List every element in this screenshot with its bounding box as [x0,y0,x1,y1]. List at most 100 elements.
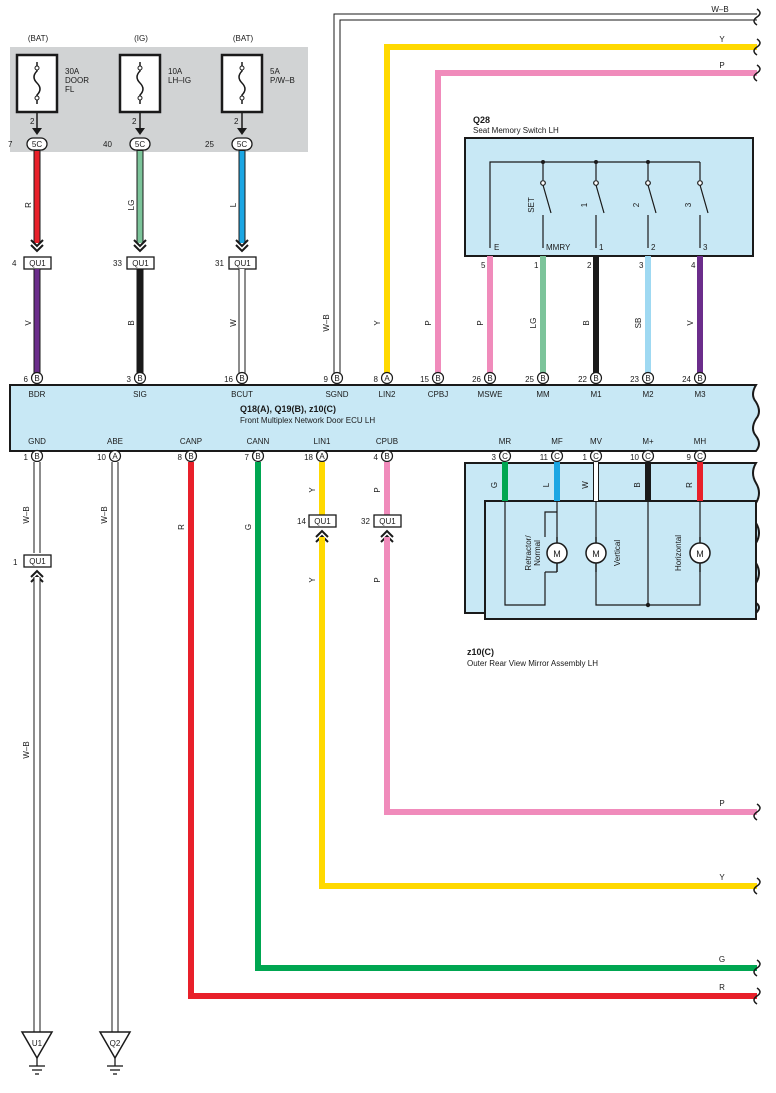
svg-text:8: 8 [374,375,379,384]
svg-text:W: W [229,319,238,327]
svg-text:23: 23 [630,375,639,384]
svg-text:MR: MR [499,437,512,446]
wire-g-cann: G G [244,462,757,971]
wire-lg-sig-upper: LG [127,150,144,243]
svg-text:LIN1: LIN1 [314,437,331,446]
ecu-pin-mv: MV 1 C [583,437,603,463]
wire-y-lin2: Y Y [373,35,757,373]
svg-text:W–B: W–B [322,314,331,331]
ecu-pin-mm: 25 B MM [525,371,550,399]
svg-text:9: 9 [687,453,692,462]
svg-text:LG: LG [127,200,136,211]
svg-text:Y: Y [308,487,317,493]
svg-text:QU1: QU1 [29,259,46,268]
svg-text:B: B [127,320,136,325]
ecu-pin-sgnd: 9 B SGND [324,371,349,399]
wire-r-bdr-upper: R [24,150,41,243]
svg-text:R: R [719,983,725,992]
svg-text:E: E [494,243,499,252]
wire-lg-mm: 1 LG [529,256,546,373]
switch-name: Seat Memory Switch LH [473,126,559,135]
svg-text:1: 1 [534,261,539,270]
ecu-pin-mh: MH 9 C [687,437,706,463]
svg-text:QU1: QU1 [314,517,331,526]
svg-text:CPBJ: CPBJ [428,390,448,399]
mirror-name: Outer Rear View Mirror Assembly LH [467,659,598,668]
fuse-lh-ig: (IG) 10A LH–IG 2 [118,34,191,135]
svg-text:3: 3 [639,261,644,270]
svg-text:B: B [645,374,650,383]
wire-b-mplus: B [633,462,651,501]
fuse-name: LH–IG [168,76,191,85]
svg-text:B: B [487,374,492,383]
svg-text:4: 4 [12,259,17,268]
fuse-symbol [136,62,144,104]
svg-text:W: W [581,481,590,489]
svg-text:B: B [384,452,389,461]
ecu-pin-lin2: 8 A LIN2 [374,371,396,399]
svg-text:7: 7 [245,453,250,462]
svg-text:16: 16 [224,375,233,384]
wire-r-canp: R R [177,462,757,999]
svg-text:SGND: SGND [325,390,348,399]
ecu-pin-m3: 24 B M3 [682,371,706,399]
svg-text:SIG: SIG [133,390,147,399]
svg-text:W–B: W–B [22,506,31,523]
svg-text:2: 2 [587,261,592,270]
ecu-pin-cann: CANN 7 B [245,437,270,463]
svg-text:MF: MF [551,437,563,446]
svg-text:B: B [697,374,702,383]
svg-text:W–B: W–B [100,506,109,523]
svg-text:10: 10 [630,453,639,462]
svg-text:B: B [34,452,39,461]
svg-text:B: B [633,482,642,487]
fuse-pin: 2 [234,117,239,126]
svg-text:Normal: Normal [533,540,542,566]
svg-text:5C: 5C [32,140,42,149]
fuse-symbol [238,62,246,104]
svg-text:7: 7 [8,140,13,149]
wire-l-mf: L [542,462,560,501]
svg-text:B: B [137,374,142,383]
svg-text:MSWE: MSWE [478,390,503,399]
svg-text:CANN: CANN [247,437,270,446]
svg-text:BCUT: BCUT [231,390,253,399]
svg-text:G: G [490,482,499,488]
svg-text:25: 25 [205,140,214,149]
fuse-door-fl: (BAT) 30A DOOR FL 2 [15,34,89,135]
svg-text:G: G [244,524,253,530]
ecu-pin-m1: 22 B M1 [578,371,602,399]
ecu-title: Q18(A), Q19(B), z10(C) [240,404,336,414]
ecu-pin-bcut: 16 B BCUT [224,371,253,399]
svg-text:W–B: W–B [711,5,728,14]
wire-w-bcut: W [229,269,246,373]
svg-text:C: C [593,452,599,461]
wire-b-sig: B [127,269,144,373]
svg-text:B: B [188,452,193,461]
junction-qu1-33: 33 QU1 [113,256,155,270]
svg-text:B: B [435,374,440,383]
fuse-name: P/W–B [270,76,295,85]
wire-l-bcut-upper: L [229,150,246,243]
fuse-pin: 2 [30,117,35,126]
svg-text:ABE: ABE [107,437,123,446]
svg-text:Y: Y [308,577,317,583]
ecu-pin-sig: 3 B SIG [127,371,147,399]
ecu-pin-abe: ABE 10 A [97,437,123,463]
svg-text:Q2: Q2 [110,1039,121,1048]
svg-text:L: L [229,202,238,207]
svg-text:LG: LG [529,318,538,329]
svg-text:P: P [373,577,382,582]
wire-wb-sgnd: W–B W–B [322,5,757,373]
ecu-bottom-pins: GND 1 B ABE 10 A CANP 8 B CANN 7 B LIN1 … [24,437,706,463]
svg-text:B: B [593,374,598,383]
ecu-pin-mswe: 26 B MSWE [472,371,503,399]
svg-text:M3: M3 [694,390,706,399]
ecu-pin-mplus: M+ 10 C [630,437,655,463]
fuse-name: DOOR [65,76,89,85]
fuse-rating: 10A [168,67,183,76]
svg-text:1: 1 [24,453,29,462]
svg-text:40: 40 [103,140,112,149]
svg-text:M: M [553,549,561,559]
svg-text:CPUB: CPUB [376,437,398,446]
